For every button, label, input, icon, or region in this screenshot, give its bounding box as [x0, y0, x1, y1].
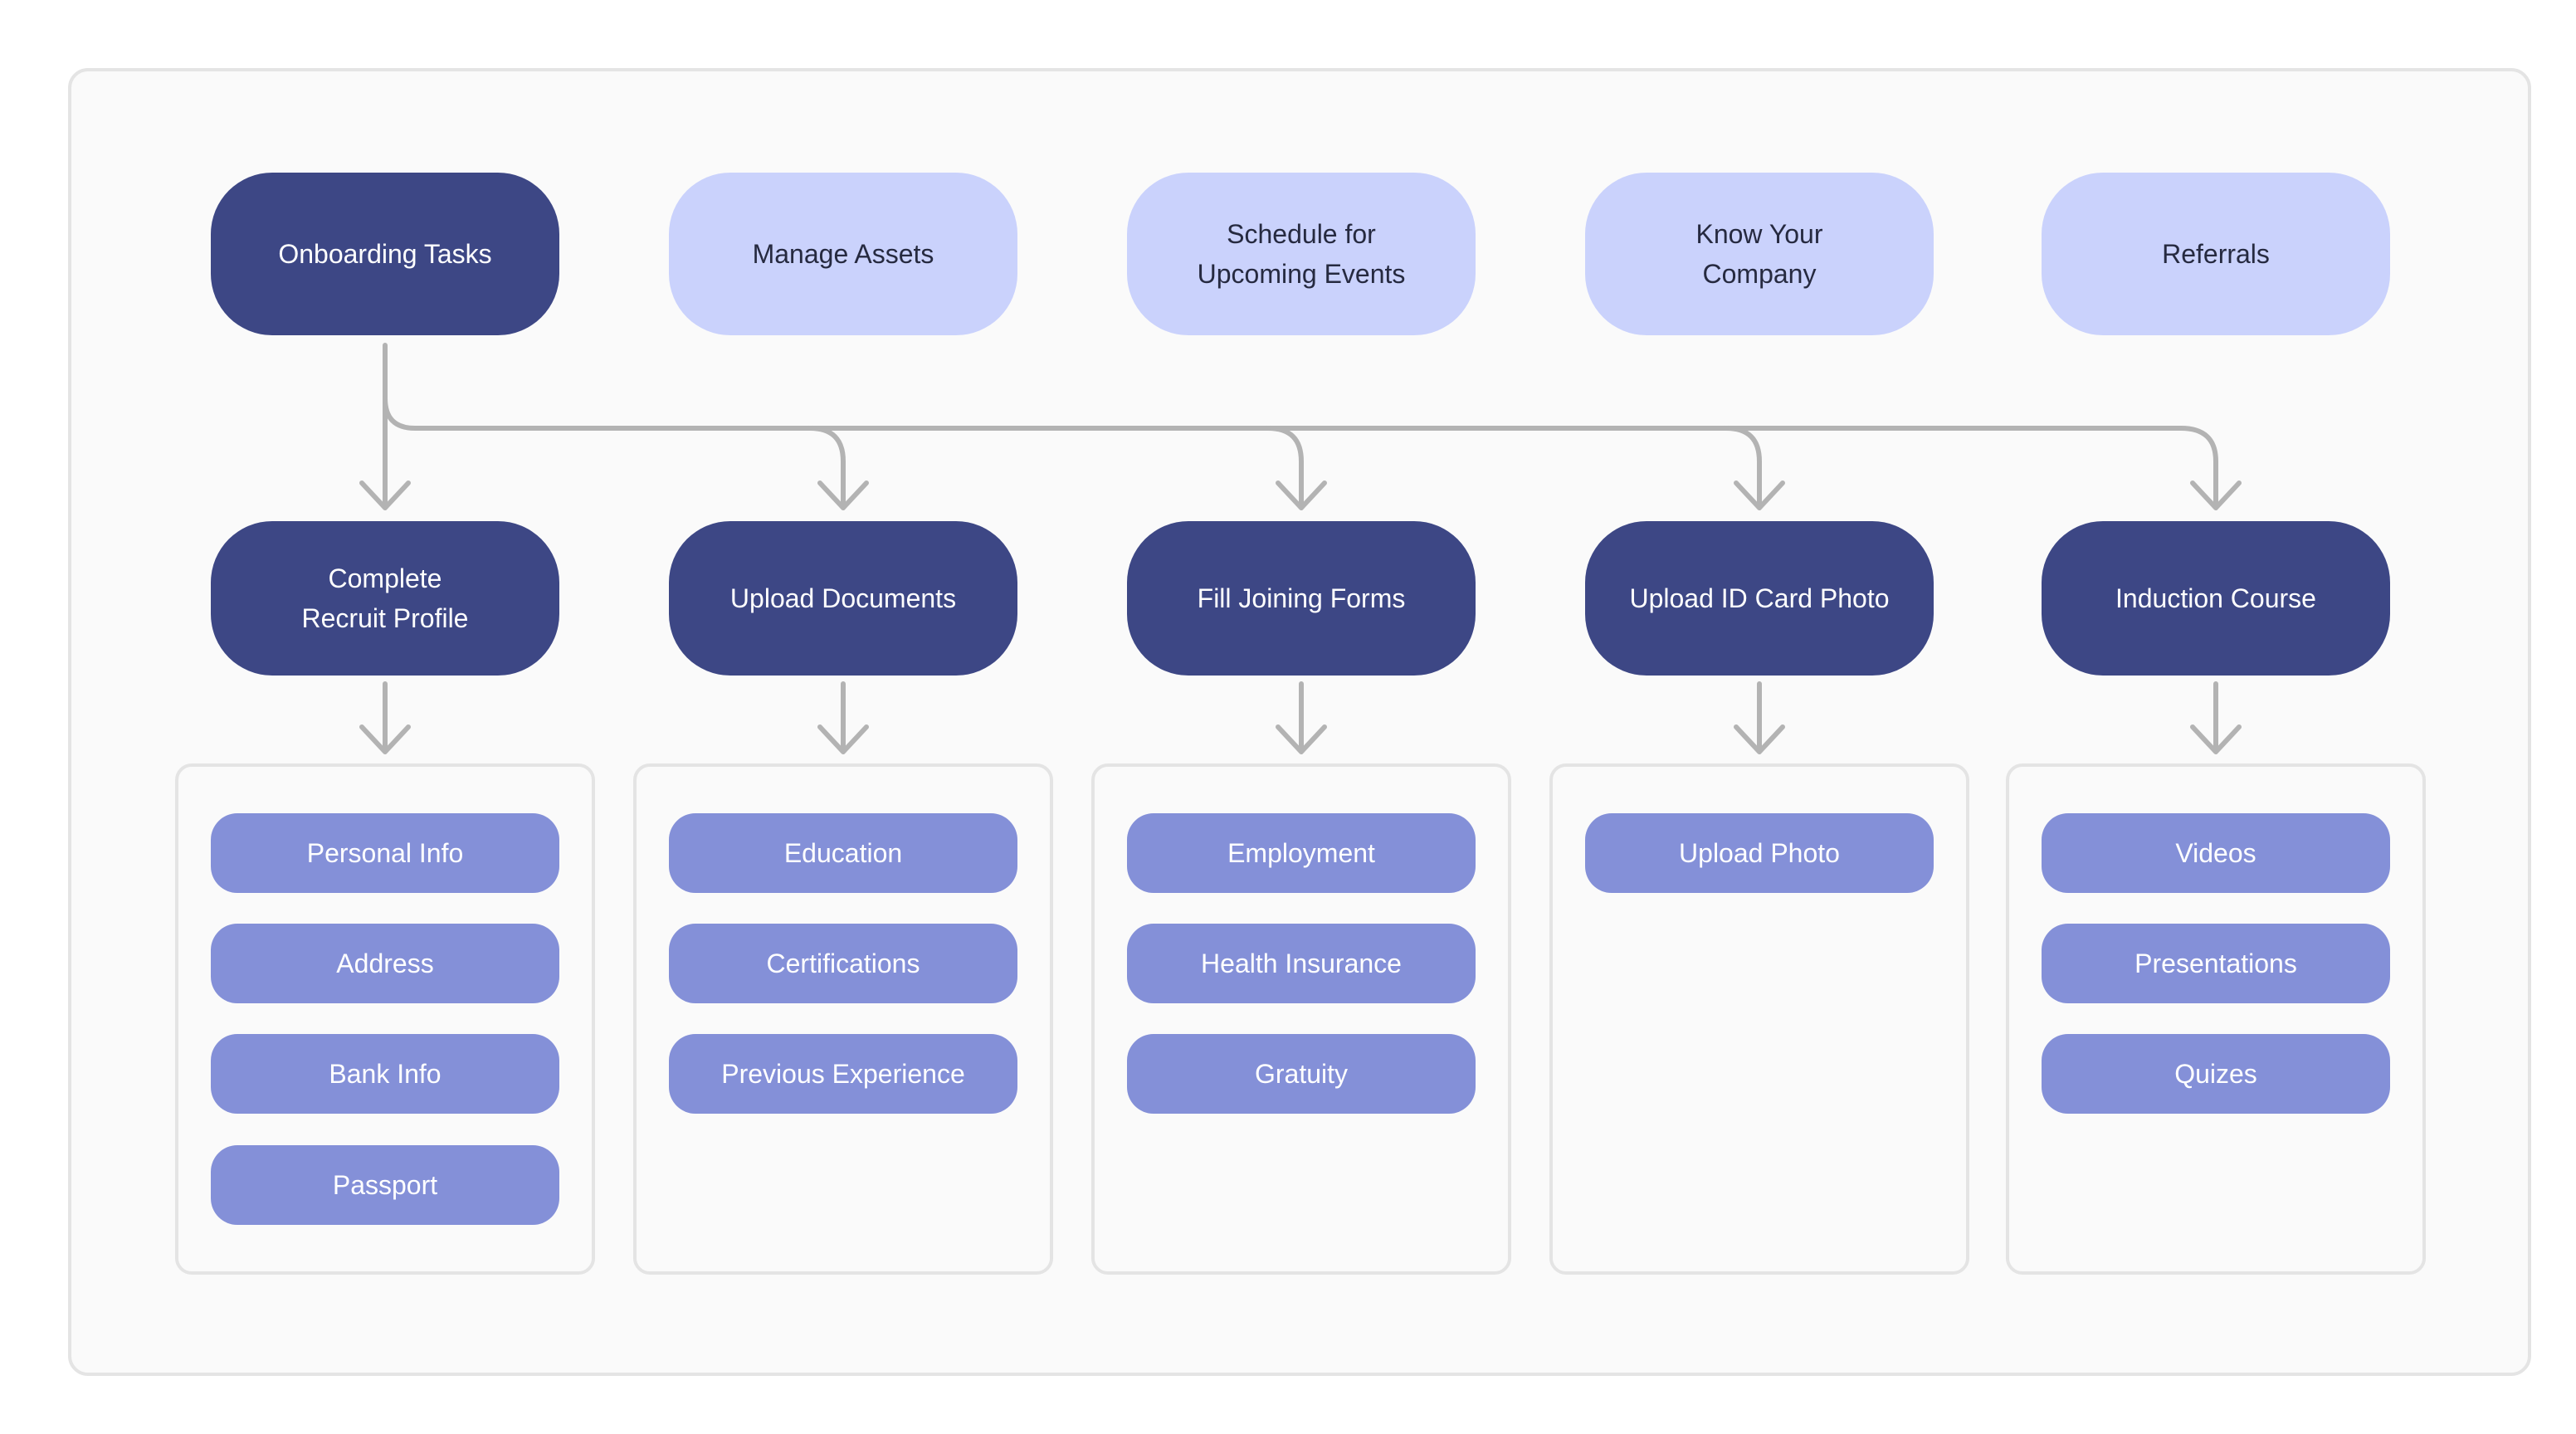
task-label: Induction Course: [2115, 583, 2316, 613]
connector-bus: [383, 396, 2218, 509]
tab-label: Onboarding Tasks: [278, 239, 492, 269]
item-quizes[interactable]: Quizes: [2042, 1034, 2390, 1114]
tab-label: Schedule for Upcoming Events: [1197, 219, 1406, 289]
item-upload-photo[interactable]: Upload Photo: [1585, 813, 1934, 893]
item-employment[interactable]: Employment: [1127, 813, 1476, 893]
arrowhead-1: [359, 480, 411, 510]
group-arrow-3: [1276, 681, 1327, 754]
group-arrow-5: [2190, 681, 2242, 754]
item-label: Bank Info: [329, 1058, 442, 1089]
item-label: Certifications: [766, 948, 920, 978]
tab-label: Manage Assets: [752, 239, 934, 269]
item-passport[interactable]: Passport: [211, 1145, 559, 1225]
connector-branch-3: [1266, 426, 1304, 509]
item-bank-info[interactable]: Bank Info: [211, 1034, 559, 1114]
group-arrow-1: [359, 681, 411, 754]
item-label: Videos: [2175, 837, 2256, 868]
tab-schedule-upcoming-events[interactable]: Schedule for Upcoming Events: [1127, 173, 1476, 335]
tab-manage-assets[interactable]: Manage Assets: [669, 173, 1017, 335]
item-personal-info[interactable]: Personal Info: [211, 813, 559, 893]
item-presentations[interactable]: Presentations: [2042, 924, 2390, 1003]
arrowhead-4: [1734, 480, 1785, 510]
item-label: Education: [783, 837, 903, 868]
task-induction-course[interactable]: Induction Course: [2042, 521, 2390, 676]
tab-label: Referrals: [2162, 239, 2270, 269]
item-education[interactable]: Education: [669, 813, 1017, 893]
item-address[interactable]: Address: [211, 924, 559, 1003]
arrowhead-3: [1276, 480, 1327, 510]
item-label: Address: [336, 948, 434, 978]
item-label: Employment: [1227, 837, 1375, 868]
item-health-insurance[interactable]: Health Insurance: [1127, 924, 1476, 1003]
tab-referrals[interactable]: Referrals: [2042, 173, 2390, 335]
item-previous-experience[interactable]: Previous Experience: [669, 1034, 1017, 1114]
item-gratuity[interactable]: Gratuity: [1127, 1034, 1476, 1114]
tab-know-your-company[interactable]: Know Your Company: [1585, 173, 1934, 335]
item-label: Gratuity: [1254, 1058, 1349, 1089]
task-complete-recruit-profile[interactable]: Complete Recruit Profile: [211, 521, 559, 676]
connector-branch-2: [807, 426, 846, 509]
item-label: Passport: [332, 1169, 438, 1200]
tab-onboarding-tasks[interactable]: Onboarding Tasks: [211, 173, 559, 335]
task-fill-joining-forms[interactable]: Fill Joining Forms: [1127, 521, 1476, 676]
tab-label: Know Your Company: [1695, 219, 1823, 289]
item-certifications[interactable]: Certifications: [669, 924, 1017, 1003]
item-label: Presentations: [2134, 948, 2297, 978]
task-upload-documents[interactable]: Upload Documents: [669, 521, 1017, 676]
item-label: Previous Experience: [721, 1058, 965, 1089]
item-label: Personal Info: [306, 837, 464, 868]
item-label: Quizes: [2174, 1058, 2257, 1089]
task-label: Upload ID Card Photo: [1629, 583, 1890, 613]
task-upload-id-card-photo[interactable]: Upload ID Card Photo: [1585, 521, 1934, 676]
item-videos[interactable]: Videos: [2042, 813, 2390, 893]
connector-branch-4: [1724, 426, 1762, 509]
task-label: Upload Documents: [729, 583, 957, 613]
task-label: Fill Joining Forms: [1197, 583, 1406, 613]
arrowhead-2: [817, 480, 869, 510]
arrowhead-5: [2190, 480, 2242, 510]
item-label: Upload Photo: [1679, 837, 1840, 868]
task-label: Complete Recruit Profile: [301, 563, 469, 633]
item-label: Health Insurance: [1201, 948, 1402, 978]
group-arrow-2: [817, 681, 869, 754]
group-arrow-4: [1734, 681, 1785, 754]
